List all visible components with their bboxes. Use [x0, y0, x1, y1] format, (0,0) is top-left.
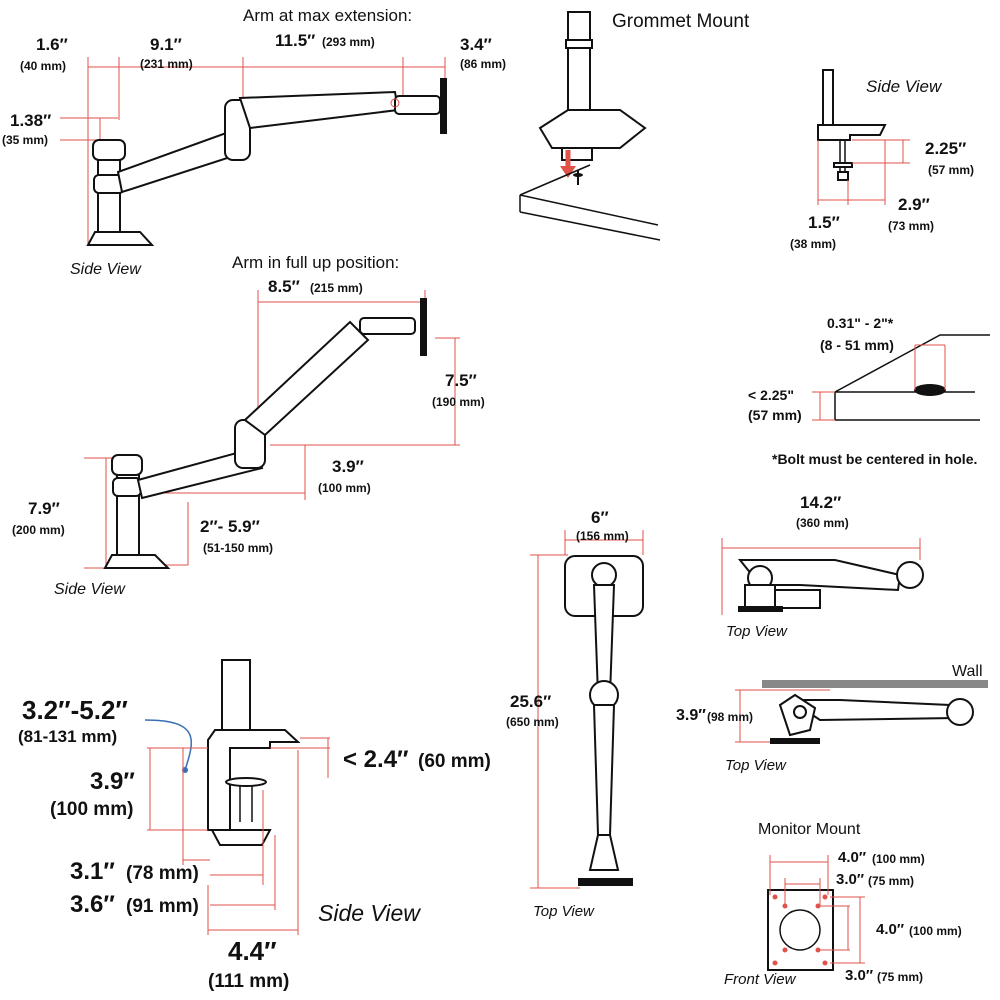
- monitor-dim-2: 3.0″: [836, 871, 865, 888]
- wall-dim-1-mm: (98 mm): [707, 710, 754, 724]
- grommet-dim-3: 1.5″: [808, 213, 840, 232]
- clamp-view-label: Side View: [318, 900, 420, 926]
- grommet-dim-2-mm: (73 mm): [888, 219, 935, 233]
- clamp-dim-3-mm: (60 mm): [418, 751, 491, 772]
- monitor-dim-1: 4.0″: [838, 849, 867, 866]
- grommet-side-drawing: [817, 69, 910, 205]
- full-up-dim-3: 3.9″: [332, 457, 364, 476]
- monitor-dim-1-mm: (100 mm): [872, 852, 925, 866]
- max-ext-dim-5-mm: (35 mm): [2, 133, 49, 147]
- full-up-dim-4: 7.9″: [28, 499, 60, 518]
- grommet-drawing: [519, 11, 661, 241]
- clamp-dim-4-mm: (78 mm): [126, 863, 199, 884]
- max-extension-title: Arm at max extension:: [243, 6, 413, 25]
- max-ext-dim-2: 9.1″: [150, 35, 182, 54]
- max-ext-dim-4: 3.4″: [460, 35, 492, 54]
- grommet-dim-1-mm: (57 mm): [928, 163, 975, 177]
- monitor-dim-4: 3.0″: [845, 967, 874, 984]
- clamp-dim-5: 3.6″: [70, 891, 115, 918]
- monitor-mount-title: Monitor Mount: [758, 821, 861, 838]
- clamp-dim-5-mm: (91 mm): [126, 896, 199, 917]
- max-ext-dim-3-mm: (293 mm): [322, 35, 375, 49]
- top-long-drawing: [530, 530, 644, 889]
- desk-hole-dim-2: < 2.25": [748, 387, 794, 403]
- max-ext-dim-3: 11.5″: [275, 31, 316, 50]
- wall-drawing: [735, 680, 988, 744]
- top-right-dim-1: 14.2″: [800, 493, 842, 512]
- full-up-dim-5: 2″- 5.9″: [200, 517, 260, 536]
- top-right-dim-1-mm: (360 mm): [796, 516, 849, 530]
- full-up-dim-3-mm: (100 mm): [318, 481, 371, 495]
- top-long-view-label: Top View: [533, 903, 594, 920]
- full-up-dim-2: 7.5″: [445, 371, 477, 390]
- clamp-drawing: [144, 659, 330, 935]
- clamp-dim-6-mm: (111 mm): [208, 971, 290, 992]
- grommet-dim-1: 2.25″: [925, 139, 967, 158]
- grommet-view-label: Side View: [866, 77, 942, 96]
- desk-hole-drawing: [812, 334, 990, 421]
- full-up-dim-5-mm: (51-150 mm): [203, 541, 274, 555]
- clamp-dim-2: 3.9″: [90, 768, 135, 795]
- grommet-title: Grommet Mount: [612, 11, 750, 32]
- desk-hole-dim-1-mm: (8 - 51 mm): [820, 337, 894, 353]
- top-long-dim-1-mm: (156 mm): [576, 529, 629, 543]
- clamp-dim-4: 3.1″: [70, 858, 115, 885]
- grommet-dim-3-mm: (38 mm): [790, 237, 837, 251]
- top-long-dim-2: 25.6″: [510, 692, 552, 711]
- monitor-mount-drawing: [767, 855, 865, 971]
- top-long-dim-2-mm: (650 mm): [506, 715, 559, 729]
- full-up-dim-1: 8.5″: [268, 277, 300, 296]
- max-extension-drawing: [60, 57, 447, 246]
- max-ext-dim-2-mm: (231 mm): [140, 57, 193, 71]
- max-ext-dim-5: 1.38″: [10, 111, 52, 130]
- top-right-drawing: [721, 538, 924, 615]
- full-up-dim-2-mm: (190 mm): [432, 395, 485, 409]
- full-up-title: Arm in full up position:: [232, 253, 400, 272]
- full-up-view-label: Side View: [54, 581, 125, 598]
- grommet-dim-2: 2.9″: [898, 195, 930, 214]
- desk-hole-dim-1: 0.31" - 2"*: [827, 315, 894, 331]
- max-ext-view-label: Side View: [70, 261, 141, 278]
- clamp-dim-3: < 2.4″: [343, 746, 409, 773]
- clamp-dim-6: 4.4″: [228, 936, 277, 966]
- monitor-view-label: Front View: [724, 971, 796, 988]
- full-up-drawing: [84, 290, 460, 569]
- clamp-dim-2-mm: (100 mm): [50, 799, 134, 820]
- wall-dim-1: 3.9″: [676, 707, 706, 724]
- top-long-dim-1: 6″: [591, 508, 609, 527]
- wall-view-label: Top View: [725, 757, 786, 774]
- monitor-dim-4-mm: (75 mm): [877, 970, 924, 984]
- full-up-dim-1-mm: (215 mm): [310, 281, 363, 295]
- wall-label: Wall: [952, 663, 983, 680]
- monitor-dim-3: 4.0″: [876, 921, 905, 938]
- monitor-dim-3-mm: (100 mm): [909, 924, 962, 938]
- max-ext-dim-1-mm: (40 mm): [20, 59, 67, 73]
- top-right-view-label: Top View: [726, 623, 787, 640]
- full-up-dim-4-mm: (200 mm): [12, 523, 65, 537]
- max-ext-dim-4-mm: (86 mm): [460, 57, 507, 71]
- clamp-dim-1: 3.2″-5.2″: [22, 695, 128, 725]
- desk-hole-note: *Bolt must be centered in hole.: [772, 451, 978, 467]
- desk-hole-dim-2-mm: (57 mm): [748, 407, 802, 423]
- monitor-dim-2-mm: (75 mm): [868, 874, 915, 888]
- max-ext-dim-1: 1.6″: [36, 35, 68, 54]
- clamp-dim-1-mm: (81-131 mm): [18, 727, 118, 746]
